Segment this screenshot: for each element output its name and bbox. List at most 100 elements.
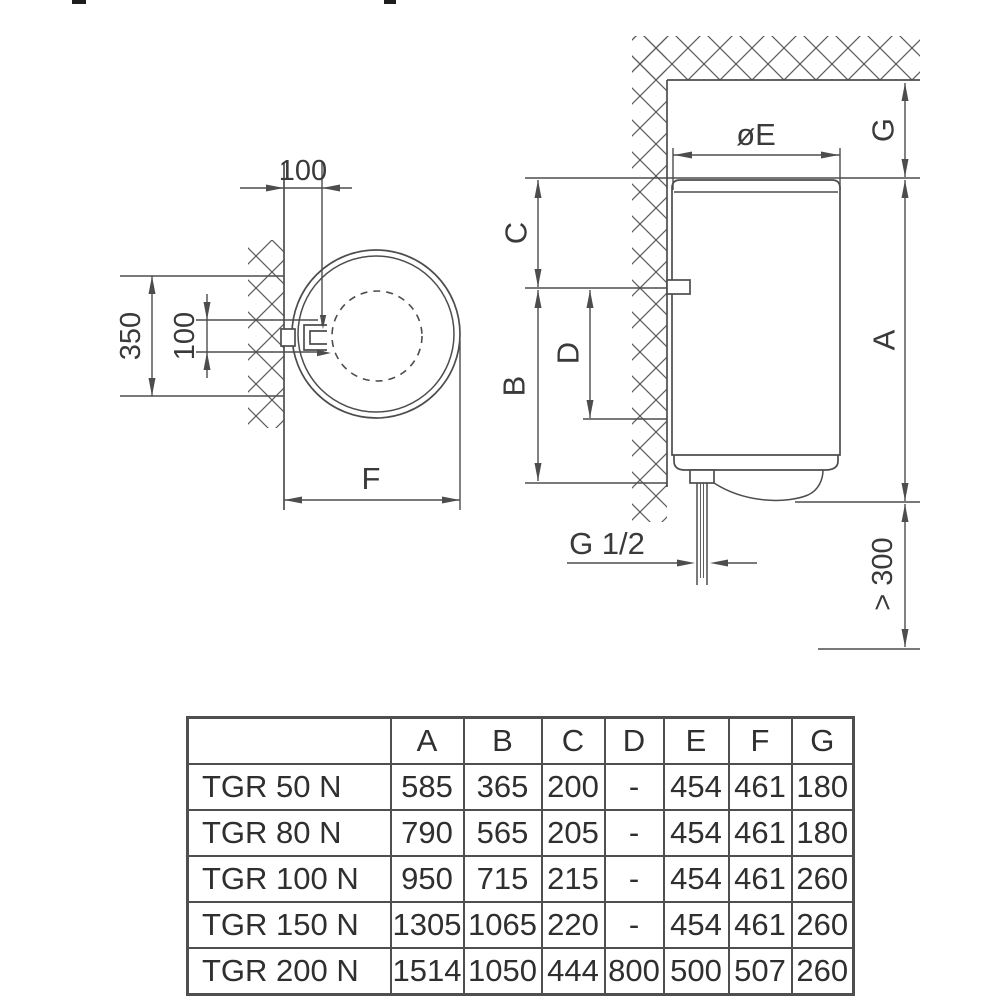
dim-label-wall-offset: 100 — [279, 155, 327, 187]
top-view-drawing: 100 350 100 F — [115, 155, 461, 510]
table-cell: 454 — [662, 901, 730, 949]
arrow-down-icon — [319, 315, 327, 329]
table-cell: - — [603, 809, 665, 857]
dim-bracket-to-bottom: B — [497, 290, 667, 484]
arrow-left-icon — [322, 184, 340, 192]
arrow-left-icon — [710, 559, 728, 567]
bracket-channel — [303, 324, 327, 351]
table-cell: 180 — [790, 763, 855, 811]
dim-label-depth: F — [362, 461, 381, 496]
arrow-down-icon — [148, 378, 156, 396]
dim-label-bracket-spacing: D — [551, 342, 586, 364]
arrow-up-icon — [534, 290, 542, 308]
extension-lines — [196, 319, 324, 353]
arrow-up-icon — [901, 504, 909, 522]
dimensions-table: A B C D E F G TGR 50 N 585 365 200 - 454… — [186, 716, 855, 996]
arrow-down-icon — [901, 159, 909, 177]
arrow-down-icon — [534, 463, 542, 481]
table-cell: 215 — [540, 855, 606, 903]
header-g: G — [790, 716, 855, 765]
side-view-drawing: øE G A C — [497, 36, 920, 650]
model-name: TGR 200 N — [186, 947, 392, 996]
table-cell: 444 — [540, 947, 606, 996]
arrow-left-icon — [284, 496, 302, 504]
table-cell: 507 — [727, 947, 793, 996]
arrow-right-icon — [442, 496, 460, 504]
table-cell: 585 — [389, 763, 465, 811]
dim-floor-clearance: > 300 — [818, 504, 920, 650]
model-name: TGR 50 N — [186, 763, 392, 811]
table-cell: - — [603, 855, 665, 903]
tank-bottom-dome — [713, 469, 824, 502]
table-cell: 1514 — [389, 947, 465, 996]
table-row: TGR 80 N 790 565 205 - 454 461 180 — [186, 809, 855, 857]
dim-label-mount-span: 350 — [115, 312, 147, 360]
arrow-down-icon — [534, 269, 542, 287]
table-row: TGR 150 N 1305 1065 220 - 454 461 260 — [186, 901, 855, 949]
dim-label-diameter: øE — [736, 117, 776, 152]
dim-label-hole-spacing: 100 — [169, 312, 201, 360]
dim-label-bracket-to-bottom: B — [497, 376, 532, 397]
dim-label-height: A — [867, 329, 902, 350]
dim-hole-spacing: 100 — [169, 294, 331, 378]
technical-drawing: 100 350 100 F — [72, 0, 920, 650]
mounting-bracket — [280, 324, 327, 351]
table-cell: 180 — [790, 809, 855, 857]
table-cell: 715 — [462, 855, 543, 903]
table-cell: 260 — [790, 947, 855, 996]
table-cell: 461 — [727, 901, 793, 949]
dim-top-to-bracket: C — [499, 180, 667, 289]
tank-body — [666, 179, 841, 585]
arrow-up-icon — [203, 352, 211, 370]
dim-pipe-thread: G 1/2 — [567, 526, 757, 567]
bracket-bolt — [280, 328, 296, 347]
table-cell: 1050 — [462, 947, 543, 996]
header-f: F — [727, 716, 793, 765]
tank-bottom-skirt — [673, 455, 839, 471]
dim-wall-offset: 100 — [240, 155, 352, 329]
dim-bracket-spacing: D — [551, 290, 667, 420]
table-cell: 461 — [727, 763, 793, 811]
table-cell: 1305 — [389, 901, 465, 949]
arrow-up-icon — [586, 290, 594, 308]
model-name: TGR 80 N — [186, 809, 392, 857]
arrow-up-icon — [534, 180, 542, 198]
tank-dashed-inner-circle — [331, 290, 423, 382]
ceiling-hatch — [632, 36, 920, 80]
outlet-fitting — [689, 469, 715, 484]
table-cell: 461 — [727, 809, 793, 857]
arrow-down-icon — [901, 483, 909, 501]
table-header-row: A B C D E F G — [186, 716, 855, 765]
arrow-up-icon — [901, 83, 909, 101]
header-a: A — [389, 716, 465, 765]
arrow-left-icon — [674, 151, 692, 159]
outlet-pipe — [696, 483, 708, 585]
table-cell: 565 — [462, 809, 543, 857]
table-row: TGR 50 N 585 365 200 - 454 461 180 — [186, 763, 855, 811]
table-cell: 500 — [662, 947, 730, 996]
extension-lines — [120, 275, 284, 397]
header-model — [186, 716, 392, 765]
arrow-right-icon — [317, 349, 331, 357]
table-cell: 200 — [540, 763, 606, 811]
wall-hatch — [248, 240, 284, 428]
dim-label-ceiling-gap: G — [866, 118, 901, 142]
model-name: TGR 150 N — [186, 901, 392, 949]
table-cell: 220 — [540, 901, 606, 949]
table-cell: 454 — [662, 855, 730, 903]
table-cell: 454 — [662, 763, 730, 811]
artifact-mark — [384, 0, 396, 4]
wall-bracket — [666, 279, 691, 295]
table-cell: - — [603, 901, 665, 949]
wall-hatch — [632, 36, 667, 522]
table-cell: 790 — [389, 809, 465, 857]
artifact-mark — [72, 0, 86, 4]
arrow-down-icon — [901, 629, 909, 647]
table-cell: 461 — [727, 855, 793, 903]
table-cell: 454 — [662, 809, 730, 857]
tank-outline — [671, 179, 841, 456]
tank-outer-circle — [291, 249, 461, 419]
dim-mount-span: 350 — [115, 275, 284, 397]
arrow-right-icon — [821, 151, 839, 159]
